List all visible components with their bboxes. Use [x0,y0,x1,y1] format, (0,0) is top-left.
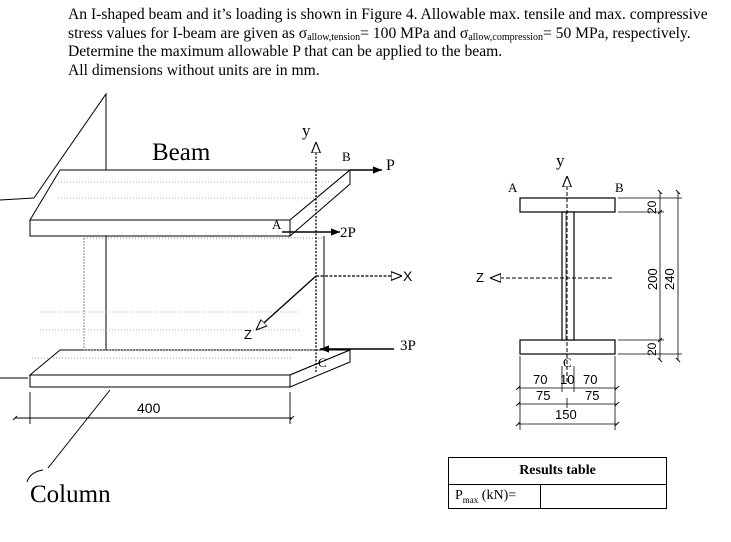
x-axis-label: X [403,268,413,284]
length-400-label: 400 [137,400,161,416]
section-y-axis-label: y [556,151,565,170]
pmax-answer-cell[interactable] [540,484,667,509]
results-table-title: Results table [448,457,667,485]
section-width-dimensions [515,356,620,430]
beam-y-axis-label: y [302,122,311,139]
section-point-b-label: B [615,180,624,195]
tension-subscript: allow,tension [307,31,361,43]
pmax-subscript: max [462,494,479,505]
load-p-label: P [386,157,395,174]
top-flange [29,168,352,238]
load-2p-label: 2P [340,225,356,241]
web [83,236,325,351]
pmax-label: Pmax (kN)= [448,484,541,509]
dim-240: 240 [662,268,677,290]
dim-70-right: 70 [583,372,598,387]
z-axis [256,275,317,330]
section-point-c-label: C [563,355,572,370]
column-label: Column [30,481,111,508]
dim-200: 200 [645,268,660,290]
problem-sentence: An I-shaped beam and it’s loading is sho… [68,6,708,42]
beam-label: Beam [152,139,211,166]
bottom-flange [28,349,351,388]
dim-75-left: 75 [536,388,551,403]
results-table: Results table Pmax (kN)= [448,457,667,509]
dim-10: 10 [560,372,575,387]
compression-value: = 50 MPa, respectively. Determine the ma… [68,24,691,61]
dim-20-bottom: 20 [645,342,659,356]
tension-value: = 100 MPa and σ [360,24,469,42]
dim-150: 150 [555,407,577,422]
length-dimension [12,392,295,424]
column [0,92,111,483]
load-3p-label: 3P [400,338,416,354]
dim-20-top: 20 [645,200,659,214]
pmax-symbol: P [455,488,463,504]
point-c-label: C [318,355,327,370]
units-note: All dimensions without units are in mm. [68,61,320,79]
section-z-axis-label: Z [476,270,484,285]
pmax-unit: (kN)= [478,488,517,504]
y-label-text: y [302,121,311,140]
point-b-label: B [342,149,351,164]
compression-subscript: allow,compression [468,31,543,43]
dim-75-right: 75 [585,388,600,403]
z-axis-label: Z [244,327,252,342]
problem-statement: An I-shaped beam and it’s loading is sho… [68,6,723,80]
section-point-a-label: A [508,180,518,195]
dim-70-left: 70 [533,372,548,387]
point-a-label: A [272,217,282,232]
section-height-dimensions [618,189,682,363]
